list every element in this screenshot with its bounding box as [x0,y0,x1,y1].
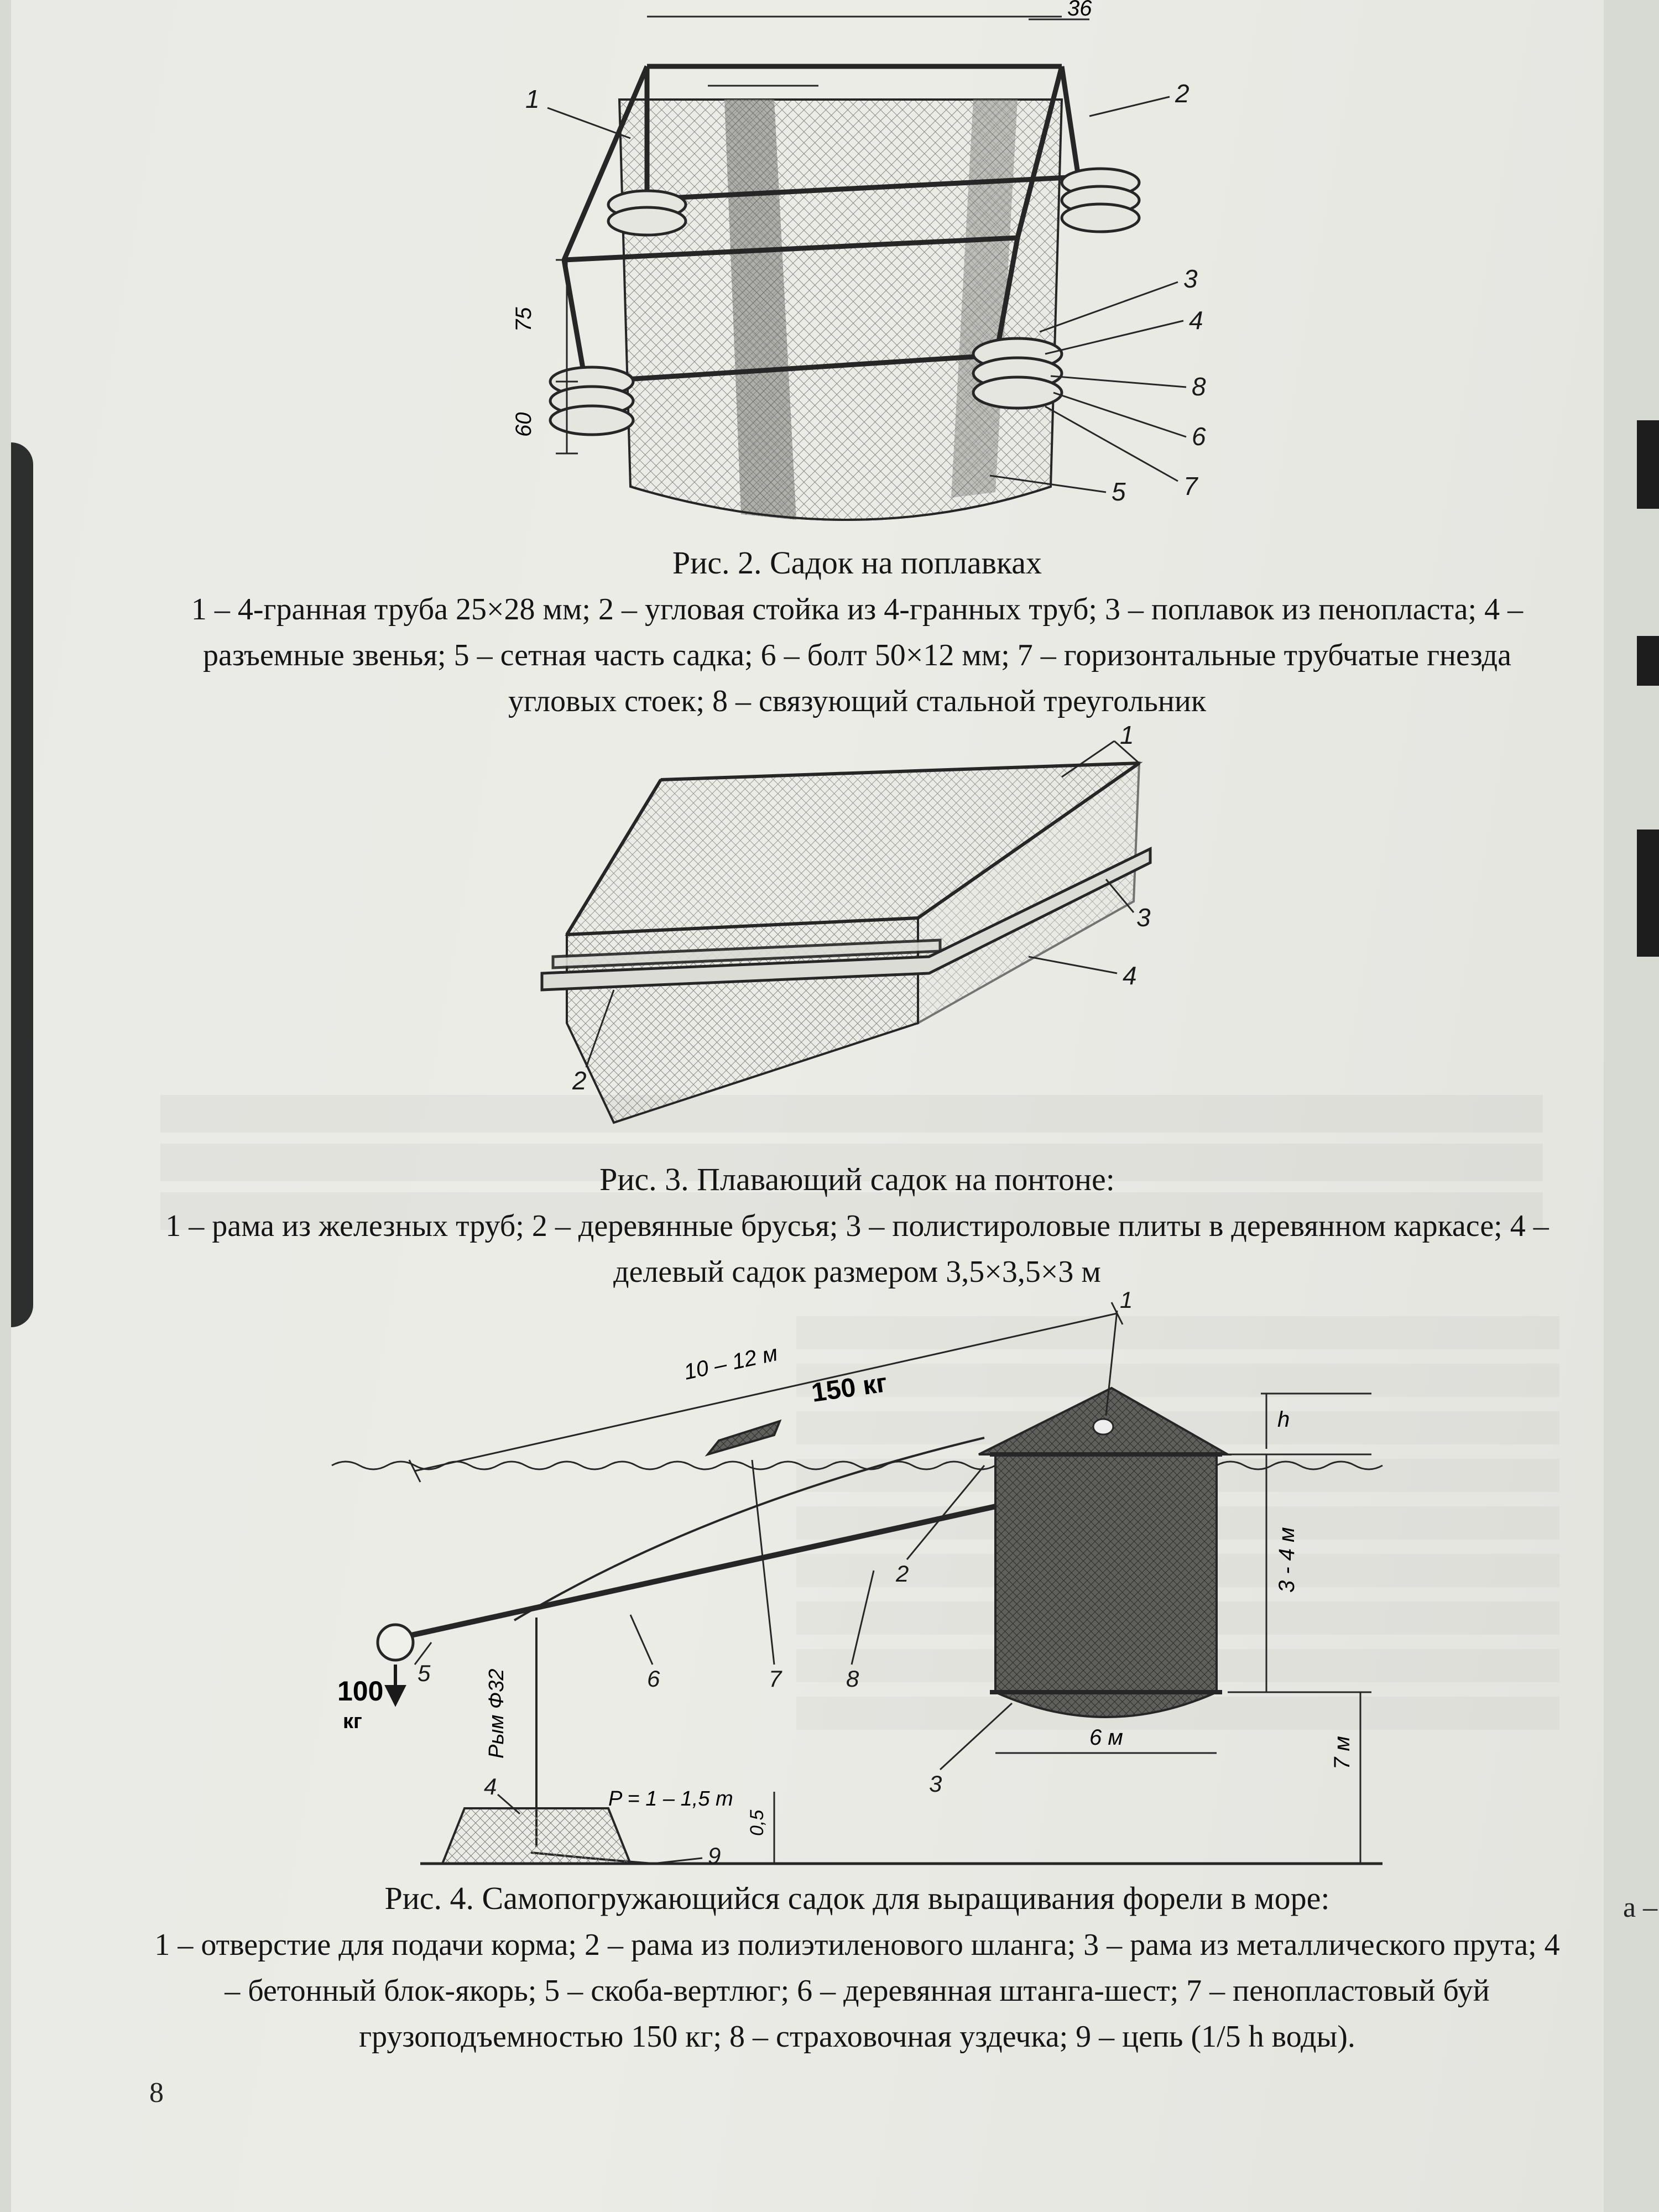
callout-9: 9 [708,1843,721,1869]
anchor-weight-label: P = 1 – 1,5 т [608,1787,733,1811]
callout-3: 3 [929,1771,942,1797]
submerged-cage [978,1386,1232,1718]
figure-3-pontoon-cage: 1 3 4 2 [520,713,1194,1145]
net-width-label: 6 м [1089,1725,1123,1750]
depth-label: 7 м [1330,1736,1354,1770]
figure-2-cage-on-floats: 75 60 36 1 2 3 4 8 6 7 5 [465,0,1266,531]
callout-5: 5 [1112,477,1126,506]
length-label: 10 – 12 м [682,1341,780,1385]
dim-label-36: 36 [1067,0,1092,20]
figure-4-submersible-cage: 10 – 12 м 150 кг 100 кг Рым Ф32 P [321,1283,1427,1869]
callout-8: 8 [1192,372,1206,401]
counterweight-unit: кг [343,1710,362,1733]
callout-7: 7 [1183,472,1198,500]
callout-6: 6 [647,1666,660,1692]
counterweight-label: 100 [337,1676,383,1707]
callout-5: 5 [418,1660,431,1686]
callout-2: 2 [895,1561,909,1587]
cage-dimensions [995,1392,1371,1864]
adjacent-page-mark [1637,636,1659,686]
pontoon-boards [540,847,1152,992]
figure-2-legend: 1 – 4-гранная труба 25×28 мм; 2 – углова… [191,592,1524,718]
counterweight-arrow [384,1665,406,1707]
ring-label: Рым Ф32 [485,1669,508,1759]
callout-4: 4 [484,1773,497,1799]
figure-4-caption: Рис. 4. Самопогружающийся садок для выра… [149,1875,1565,2059]
iron-pipe-frame [565,761,1140,936]
net-height-label: 3 - 4 м [1275,1527,1299,1593]
leader-lines [547,96,1187,493]
callout-1: 1 [525,85,540,113]
callout-4: 4 [1123,961,1137,990]
book-binding-edge [11,442,33,1327]
callout-2: 2 [572,1066,587,1095]
figure-2-title: Рис. 2. Садок на поплавках [672,545,1042,581]
dim-label-75: 75 [512,307,536,332]
callout-8: 8 [846,1666,859,1692]
frame-tubes [561,64,1081,388]
cage-net [618,98,1063,521]
callout-6: 6 [1192,422,1206,451]
figure-2-caption: Рис. 2. Садок на поплавках 1 – 4-гранная… [149,539,1565,724]
figure-3-title: Рис. 3. Плавающий садок на понтоне: [599,1161,1115,1197]
dimension-lines [556,15,1089,455]
figure-4-legend: 1 – отверстие для подачи корма; 2 – рама… [154,1927,1560,2054]
figure-4-title: Рис. 4. Самопогружающийся садок для выра… [384,1880,1330,1916]
seabed-line [420,1792,1383,1865]
callout-2: 2 [1175,79,1190,108]
book-page: 75 60 36 1 2 3 4 8 6 7 5 [11,0,1604,2212]
callout-1: 1 [1120,721,1134,749]
dim-label-60: 60 [512,413,536,437]
callout-1: 1 [1120,1287,1133,1313]
callout-3: 3 [1136,903,1151,932]
height-label-h: h [1277,1407,1290,1432]
pole-and-buoy [376,1419,1107,1662]
margin-note: а – [1623,1892,1658,1923]
callout-4: 4 [1189,306,1203,335]
callout-7: 7 [769,1666,782,1692]
figure-3-legend: 1 – рама из железных труб; 2 – деревянны… [165,1208,1549,1289]
buoy-load-label: 150 кг [810,1368,889,1408]
page-number: 8 [149,2077,164,2109]
adjacent-page-mark [1637,830,1659,957]
leader-lines [585,740,1140,1068]
floats [549,167,1141,436]
clearance-label: 0,5 [747,1810,768,1836]
figure-3-caption: Рис. 3. Плавающий садок на понтоне: 1 – … [149,1156,1565,1295]
leader-lines [414,1310,1118,1865]
callout-3: 3 [1183,264,1198,293]
show-through-text [160,1095,1543,1230]
water-surface [331,1460,1383,1470]
concrete-anchor [441,1807,632,1865]
adjacent-page-mark [1637,420,1659,509]
